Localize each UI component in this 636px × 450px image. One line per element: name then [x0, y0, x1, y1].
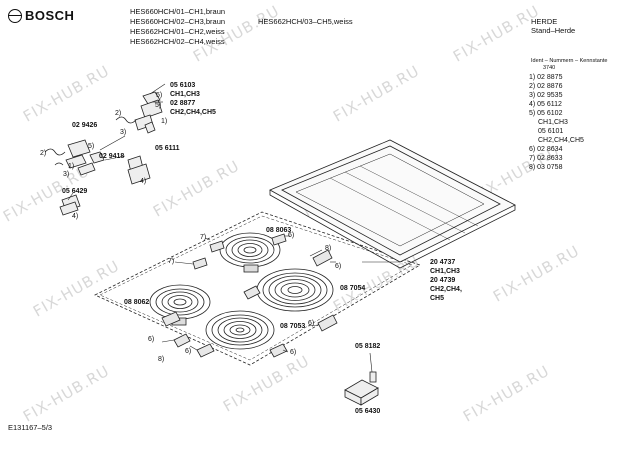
callout-ch2ch4ch5: CH2,CH4,CH5: [170, 109, 216, 116]
burner-front-left: [149, 284, 211, 326]
mark-7: 7): [168, 258, 175, 265]
parts-list-row: CH2,CH4,CH5: [538, 137, 584, 144]
callout-029426: 02 9426: [72, 122, 98, 129]
model-line: HES660HCH/01–CH1,braun: [130, 7, 226, 16]
parts-list-row: 4) 05 6112: [529, 101, 562, 108]
parts-list-row: CH1,CH3: [538, 119, 568, 126]
parts-list-row: 5) 05 6102: [529, 110, 563, 117]
mark-6: 6): [185, 348, 192, 355]
mark-6: 6): [335, 263, 342, 270]
callout-056103: 05 6103: [170, 82, 196, 89]
burner-rear-right: [256, 268, 334, 312]
hob-frame-outline: [94, 211, 421, 366]
brand-name: BOSCH: [25, 8, 75, 23]
mark-5: 5): [156, 92, 163, 99]
parts-list-row: 05 6101: [538, 128, 564, 135]
callout-058182: 05 8182: [355, 343, 381, 350]
mark-6: 6): [288, 232, 295, 239]
switch-assembly: [59, 91, 163, 216]
wire-2: [44, 148, 66, 156]
mark-3: 3): [63, 171, 70, 178]
callout-088063: 08 8063: [266, 227, 292, 234]
callout-029418: 02 9418: [99, 153, 125, 160]
parts-list-row: 1) 02 8875: [529, 74, 563, 81]
doc-id: E131167–5/3: [8, 423, 53, 432]
callout-087054: 08 7054: [340, 285, 366, 292]
bracket-056430: [344, 371, 379, 406]
callout-ch5: CH5: [430, 295, 445, 302]
callout-ch1ch3: CH1,CH3: [170, 91, 200, 98]
mark-1: 1): [161, 118, 168, 125]
mark-5: 5): [88, 143, 95, 150]
callout-ch1ch3-b: CH1,CH3: [430, 268, 460, 275]
category: HERDE: [531, 17, 558, 26]
burner-rear-left: [219, 232, 281, 273]
parts-list-row: 2) 02 8876: [529, 83, 563, 90]
parts-list-subtitle: 3740: [543, 65, 556, 71]
mark-8: 8): [158, 356, 165, 363]
model-line: HES662HCH/01–CH2,weiss: [130, 27, 225, 36]
parts-list-row: 6) 02 8634: [529, 146, 563, 153]
mark-2: 2): [115, 110, 122, 117]
callout-056429: 05 6429: [62, 188, 88, 195]
wire-1: [115, 116, 137, 124]
callout-028877: 02 8877: [170, 100, 196, 107]
parts-list-row: 7) 02 8633: [529, 155, 563, 162]
callout-088062: 08 8062: [124, 299, 150, 306]
callout-204737: 20 4737: [430, 259, 456, 266]
mark-6: 6): [148, 336, 155, 343]
callout-056111: 05 6111: [155, 145, 180, 152]
callout-056430: 05 6430: [355, 408, 381, 415]
model-line: HES662HCH/02–CH4,weiss: [130, 37, 225, 46]
parts-list-row: 3) 02 9535: [529, 92, 563, 99]
callout-204739: 20 4739: [430, 277, 456, 284]
parts-list-row: 8) 03 0758: [529, 164, 563, 171]
callout-ch2ch4: CH2,CH4,: [430, 286, 462, 293]
glass-top-plate: [269, 139, 516, 269]
mark-4: 4): [72, 213, 79, 220]
subcategory: Stand–Herde: [531, 26, 576, 35]
wire-3: [54, 162, 64, 166]
mark-6: 6): [308, 320, 315, 327]
leader-lines: [67, 83, 400, 373]
model-line-right: HES662HCH/03–CH5,weiss: [258, 17, 353, 26]
mark-4: 4): [140, 178, 147, 185]
mark-2: 2): [40, 150, 47, 157]
clamp-parts: [161, 233, 338, 358]
model-line: HES660HCH/02–CH3,braun: [130, 17, 226, 26]
bosch-logo-icon: [8, 9, 22, 23]
callout-087053: 08 7053: [280, 323, 306, 330]
mark-5: 5): [155, 102, 162, 109]
mark-8: 8): [325, 245, 332, 252]
parts-list-title: Ident – Nummern – Kennstante: [531, 58, 608, 64]
mark-7: 7): [200, 234, 207, 241]
mark-1: 1): [68, 163, 75, 170]
hob-frame-inner: [99, 215, 413, 361]
burner-front-right: [205, 310, 275, 350]
mark-6: 6): [290, 349, 297, 356]
mark-3: 3): [120, 129, 127, 136]
